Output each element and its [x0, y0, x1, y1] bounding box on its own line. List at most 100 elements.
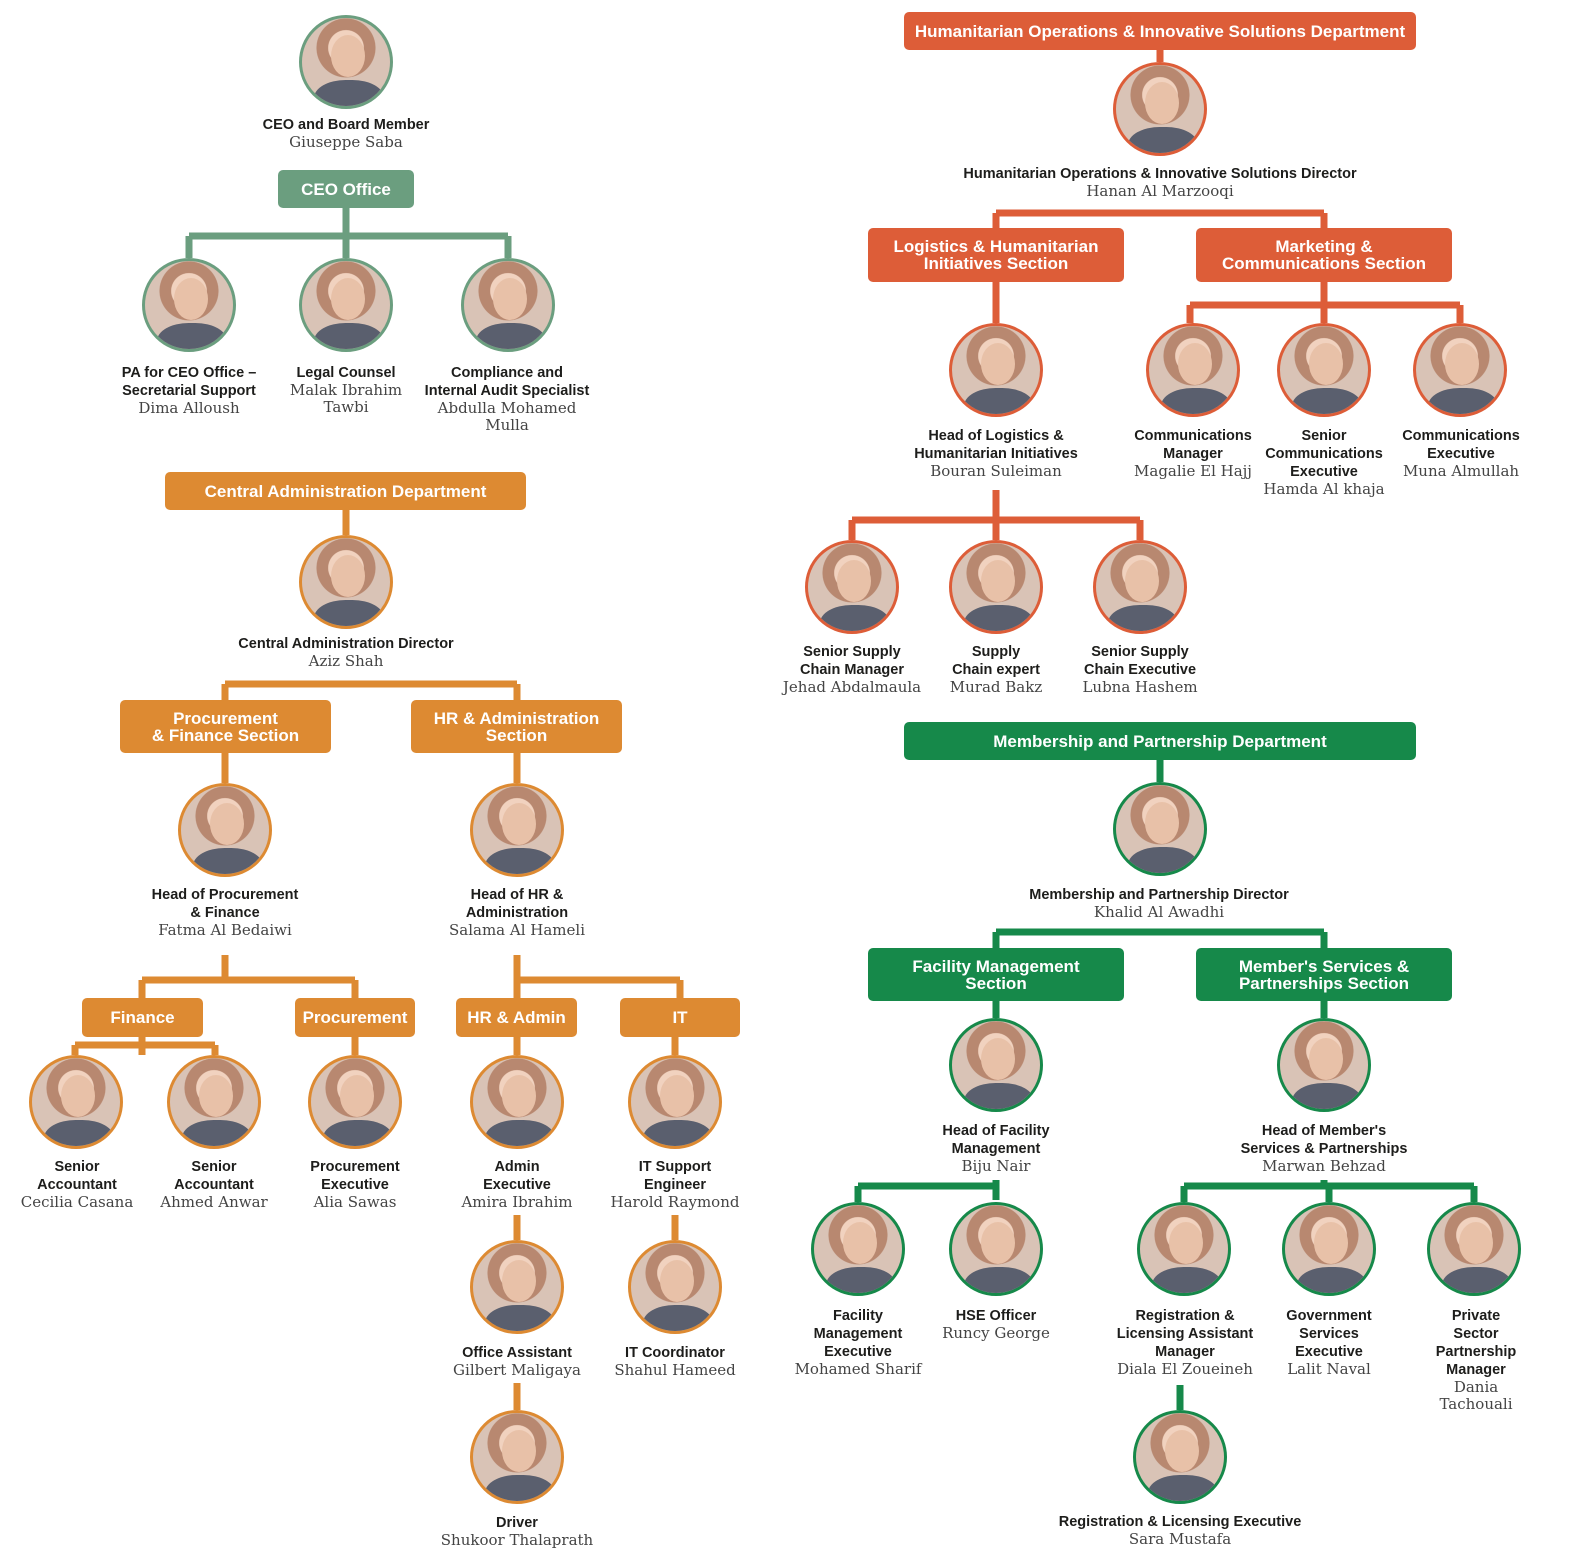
senior-communications-photo: [1277, 323, 1371, 417]
job-title: Senior Communications Executive: [1265, 428, 1383, 480]
ceo-photo: [299, 15, 393, 109]
job-title: Central Administration Director: [238, 636, 454, 652]
job-title: Membership and Partnership Director: [1029, 887, 1289, 903]
job-title: Humanitarian Operations & Innovative Sol…: [963, 166, 1357, 182]
job-title: PA for CEO Office – Secretarial Support: [121, 365, 257, 399]
person-name: Dania Tachouali: [1439, 1378, 1513, 1413]
procurement-executive-photo: [308, 1055, 402, 1149]
person-name: Giuseppe Saba: [289, 133, 403, 151]
person-name: Lalit Naval: [1287, 1360, 1371, 1378]
person-name: Gilbert Maligaya: [453, 1361, 581, 1379]
office-assistant-photo: [470, 1240, 564, 1334]
person-name: Murad Bakz: [949, 678, 1043, 696]
person-name: Harold Raymond: [610, 1193, 740, 1211]
registration-executive-photo: [1133, 1410, 1227, 1504]
communications-executive-photo: [1413, 323, 1507, 417]
person-name: Ahmed Anwar: [160, 1193, 268, 1211]
membership-department-header: Membership and Partnership Department: [904, 722, 1416, 760]
job-title: Communications Executive: [1402, 428, 1520, 462]
job-title: Private Sector Partnership Manager: [1435, 1308, 1517, 1378]
finance-unit-header: Finance: [82, 998, 203, 1037]
senior-supply-manager-photo: [805, 540, 899, 634]
job-title: Admin Executive: [483, 1159, 551, 1193]
job-title: Compliance and Internal Audit Specialist: [424, 365, 590, 399]
job-title: IT Coordinator: [625, 1345, 725, 1361]
person-name: Magalie El Hajj: [1134, 462, 1252, 480]
job-title: IT Support Engineer: [638, 1159, 712, 1193]
job-title: Legal Counsel: [296, 365, 396, 381]
driver-photo: [470, 1410, 564, 1504]
job-title: Senior Accountant: [174, 1159, 254, 1193]
person-name: Hanan Al Marzooqi: [1086, 182, 1234, 200]
facility-section-header: Facility Management Section: [868, 948, 1124, 1001]
registration-manager-label: Registration & Licensing Assistant Manag…: [1117, 1307, 1253, 1378]
senior-accountant-2-photo: [167, 1055, 261, 1149]
ceo-office-connectors: [185, 208, 512, 258]
person-name: Abdulla Mohamed Mulla: [437, 399, 577, 434]
government-services-photo: [1282, 1202, 1376, 1296]
job-title: Communications Manager: [1134, 428, 1252, 462]
legal-counsel-photo: [299, 258, 393, 352]
logistics-section-header: Logistics & Humanitarian Initiatives Sec…: [868, 228, 1124, 282]
ca-director-photo: [299, 535, 393, 629]
job-title: Head of Procurement & Finance: [151, 887, 299, 921]
job-title: Office Assistant: [462, 1345, 572, 1361]
person-name: Shukoor Thalaprath: [440, 1531, 594, 1549]
ceo-office-header: CEO Office: [278, 170, 414, 208]
hse-officer-photo: [949, 1202, 1043, 1296]
job-title: Registration & Licensing Executive: [1058, 1514, 1302, 1530]
membership-director-photo: [1113, 782, 1207, 876]
job-title: Head of HR & Administration: [465, 887, 569, 921]
central-admin-connectors: [71, 510, 684, 1410]
job-title: Senior Accountant: [37, 1159, 117, 1193]
pa-photo: [142, 258, 236, 352]
humanitarian-director-photo: [1113, 62, 1207, 156]
job-title: Head of Facility Management: [942, 1123, 1050, 1157]
person-name: Diala El Zoueineh: [1117, 1360, 1253, 1378]
person-name: Salama Al Hameli: [448, 921, 586, 939]
members-services-section-header: Member's Services & Partnerships Section: [1196, 948, 1452, 1001]
humanitarian-director-label: Humanitarian Operations & Innovative Sol…: [963, 165, 1356, 200]
job-title: HSE Officer: [955, 1308, 1037, 1324]
job-title: Procurement Executive: [310, 1159, 400, 1193]
person-name: Biju Nair: [961, 1157, 1031, 1175]
person-name: Lubna Hashem: [1082, 678, 1198, 696]
job-title: CEO and Board Member: [262, 117, 430, 133]
head-procurement-photo: [178, 783, 272, 877]
person-name: Bouran Suleiman: [930, 462, 1062, 480]
supply-expert-photo: [949, 540, 1043, 634]
head-logistics-photo: [949, 323, 1043, 417]
person-name: Marwan Behzad: [1262, 1157, 1386, 1175]
membership-connectors: [854, 760, 1478, 1410]
person-name: Hamda Al khaja: [1263, 480, 1385, 498]
hr-admin-unit-header: HR & Admin: [456, 998, 577, 1037]
person-name: Alia Sawas: [313, 1193, 397, 1211]
facility-executive-photo: [811, 1202, 905, 1296]
job-title: Registration & Licensing Assistant Manag…: [1116, 1308, 1254, 1360]
person-name: Amira Ibrahim: [461, 1193, 573, 1211]
person-name: Muna Almullah: [1402, 462, 1520, 480]
private-sector-manager-photo: [1427, 1202, 1521, 1296]
person-name: Aziz Shah: [308, 652, 384, 670]
it-support-photo: [628, 1055, 722, 1149]
procurement-finance-section-header: Procurement & Finance Section: [120, 700, 331, 753]
